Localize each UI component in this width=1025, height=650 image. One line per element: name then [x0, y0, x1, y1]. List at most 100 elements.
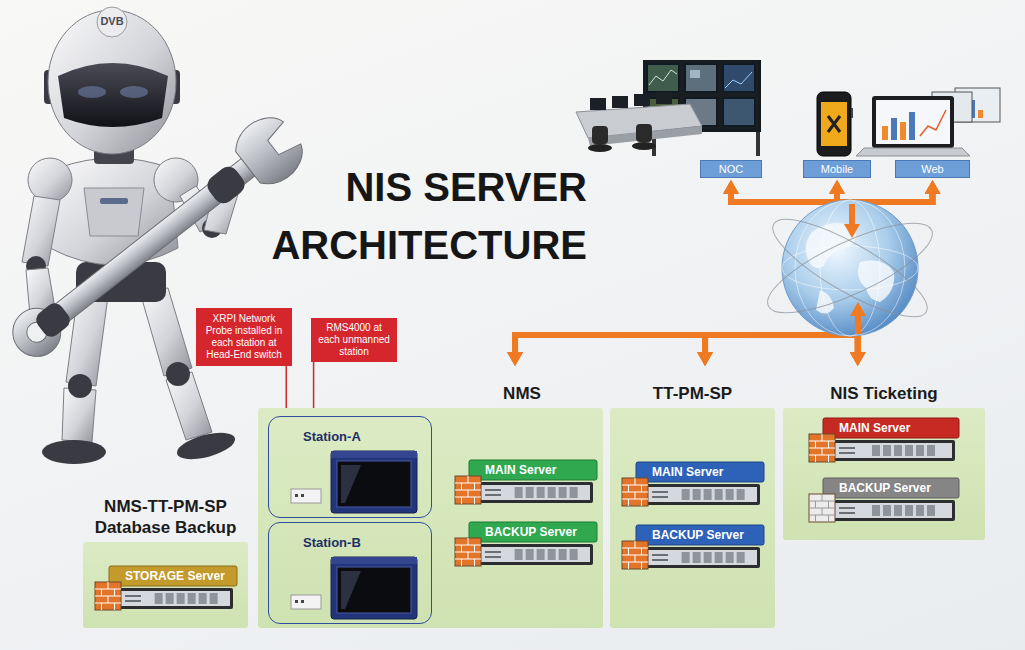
- probe-device: [291, 489, 321, 503]
- firewall-brick-mortar: [455, 476, 481, 504]
- server-vent: [839, 452, 855, 454]
- node-label: STORAGE Server: [125, 566, 231, 586]
- control-room-illustration: [592, 126, 608, 144]
- firewall-brick: [455, 538, 481, 566]
- robot-illustration: [28, 158, 72, 202]
- drive-bay: [704, 489, 712, 500]
- server-vent: [485, 494, 501, 496]
- web-devices-illustration: [920, 110, 946, 136]
- drive-bay: [715, 552, 723, 563]
- web-devices-illustration: [856, 88, 1000, 156]
- server-chassis: [640, 484, 760, 505]
- control-room-illustration: [634, 94, 650, 106]
- server-vent: [125, 595, 141, 597]
- group-heading-area: TT-PM-SP: [610, 368, 775, 408]
- robot-illustration: [166, 362, 190, 386]
- control-room-illustration: [686, 65, 716, 91]
- globe-illustration: [820, 200, 880, 336]
- firewall-brick-mortar: [95, 582, 121, 610]
- drive-bay: [559, 549, 567, 560]
- drive-bay: [188, 593, 196, 604]
- drive-bay: [570, 487, 578, 498]
- callout-box: RMS4000 at each unmanned station: [311, 318, 397, 362]
- server-label-bar: [636, 525, 764, 545]
- robot-illustration: [0, 107, 312, 372]
- server-vent: [125, 600, 141, 602]
- robot-illustration: [33, 300, 74, 341]
- channel-tag: Mobile: [803, 160, 871, 178]
- probe-device: [291, 595, 321, 609]
- node-label: MAIN Server: [485, 460, 591, 480]
- node-label: NMS: [503, 384, 541, 404]
- rack-lid: [331, 557, 417, 564]
- robot-illustration: [58, 63, 168, 127]
- group-panel-ground: [610, 408, 775, 628]
- drive-bay: [166, 593, 174, 604]
- node-label: MAIN Server: [839, 418, 953, 438]
- server-chassis: [473, 482, 593, 503]
- mobile-phone-illustration: [828, 116, 840, 132]
- drive-bay: [515, 487, 523, 498]
- station-box: Station-A: [268, 416, 432, 518]
- drive-bay: [693, 552, 701, 563]
- drive-bay: [927, 505, 935, 516]
- drive-bay: [682, 552, 690, 563]
- firewall-brick: [809, 434, 835, 462]
- web-devices-illustration: [978, 110, 983, 118]
- globe-illustration: [816, 290, 834, 314]
- title-area: NIS SERVER ARCHITECTURE: [245, 158, 587, 274]
- control-room-illustration: [636, 124, 652, 142]
- server-box: BACKUP Server: [809, 478, 959, 524]
- drive-bay: [905, 445, 913, 456]
- drive-bay: [548, 487, 556, 498]
- server-front: [643, 550, 757, 565]
- control-room-illustration: [683, 62, 719, 94]
- server-vent: [485, 551, 501, 553]
- node-label: RMS4000 at each unmanned station: [315, 322, 393, 358]
- node-label: NMS-TT-PM-SP Database Backup: [83, 497, 248, 538]
- node-label: BACKUP Server: [652, 525, 758, 545]
- firewall-brick-mortar: [809, 494, 835, 522]
- globe-illustration: [844, 224, 860, 238]
- robot-illustration: [203, 163, 248, 208]
- drive-bay: [905, 505, 913, 516]
- group-heading-area: NIS Ticketing: [783, 368, 985, 408]
- robot-illustration: [42, 440, 106, 464]
- server-vent: [652, 491, 668, 493]
- web-devices-illustration: [856, 148, 970, 156]
- server-front: [643, 487, 757, 502]
- drive-bay: [872, 445, 880, 456]
- robot-illustration: [174, 428, 238, 465]
- firewall-brick: [95, 582, 121, 610]
- drive-bay: [883, 445, 891, 456]
- firewall-brick: [622, 541, 648, 569]
- control-room-illustration: [724, 99, 754, 125]
- diagram-title: NIS SERVER ARCHITECTURE: [245, 158, 587, 274]
- server-group-panel: NIS TicketingMAIN ServerBACKUP Server: [783, 368, 985, 540]
- network-arrow: [515, 194, 932, 352]
- robot-illustration: [84, 188, 144, 236]
- robot-illustration: [22, 196, 60, 266]
- drive-bay: [155, 593, 163, 604]
- globe-illustration: [849, 204, 855, 226]
- drive-bay: [570, 549, 578, 560]
- mobile-phone-illustration: [851, 108, 853, 118]
- globe-illustration: [782, 200, 918, 336]
- probe-port: [301, 600, 304, 603]
- server-vent: [652, 559, 668, 561]
- globe-illustration: [757, 200, 942, 336]
- server-label-bar: [469, 460, 597, 480]
- server-vent: [485, 489, 501, 491]
- server-vent: [839, 512, 855, 514]
- callout-box: XRPI Network Probe installed in each sta…: [196, 308, 292, 366]
- control-room-illustration: [632, 142, 656, 150]
- node-label: NIS Ticketing: [830, 384, 937, 404]
- server-box: STORAGE Server: [95, 566, 237, 612]
- drive-bay: [872, 505, 880, 516]
- control-room-illustration: [576, 60, 761, 156]
- firewall-brick-mortar: [622, 541, 648, 569]
- drive-bay: [199, 593, 207, 604]
- rack-glass-door: [337, 461, 411, 507]
- server-chassis: [640, 547, 760, 568]
